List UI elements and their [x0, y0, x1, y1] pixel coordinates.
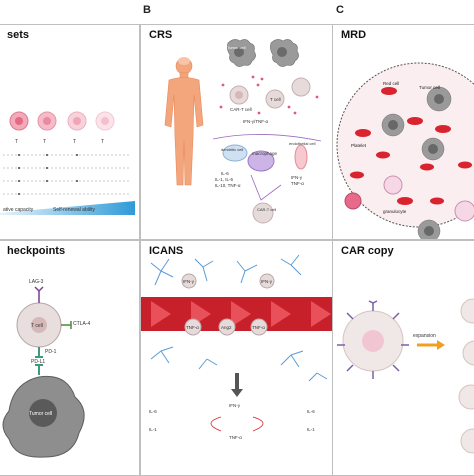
- expanded-cell-3: [458, 384, 474, 410]
- gradient-wedge: [0, 201, 135, 215]
- crs-endothelial: [294, 144, 308, 170]
- car-receptors: [337, 300, 409, 379]
- icans-ifn-bottom: IFN-γ: [229, 403, 241, 408]
- expansion-label: expansion: [413, 333, 436, 339]
- cell-row: [9, 111, 115, 131]
- panel-car-copy: CAR copy expansion: [332, 240, 474, 476]
- mrd-tumor-nuclei: [388, 94, 444, 236]
- mrd-tumor-cell: Tumor cell: [419, 85, 440, 90]
- ctla4-label: CTLA-4: [73, 321, 90, 327]
- crs-tumor-label: Tumor cell: [227, 45, 246, 50]
- lag3-label: LAG-3: [29, 279, 44, 285]
- crs-dendritic-label: dendritic cell: [221, 147, 243, 152]
- crs-t-cell-label: T cell: [270, 97, 281, 102]
- cp-tumor-label: Tumor cell: [29, 411, 52, 417]
- pdl1-label: PD-L1: [31, 359, 45, 365]
- caption-right: Self-renewal ability: [53, 207, 95, 213]
- panel-title-mrd: MRD: [341, 29, 367, 41]
- panel-checkpoints: heckpoints T cell LAG-3 CTLA-4 PD-1 PD-L…: [0, 240, 140, 476]
- icans-diagram: IFN-γ IFN-γ TNF-α Ang2 TNF-α IFN-γ TNF-α…: [141, 254, 333, 440]
- crs-car-t-bottom-label: CAR-T cell: [257, 207, 276, 212]
- mrd-platelet: Platelet: [351, 143, 367, 148]
- mrd-red-cell: Red cell: [383, 81, 399, 86]
- icans-il1-left: IL-1: [149, 427, 157, 432]
- icans-il6-right: IL-6: [307, 409, 315, 414]
- panel-title-icans: ICANS: [149, 245, 184, 257]
- mrd-diagram: Red cell Tumor cell Platelet granulocyte: [336, 62, 474, 239]
- crs-ifn-tnf: IFN-γ/TNF-α: [243, 119, 268, 124]
- crs-tnf: TNF-α: [291, 181, 304, 186]
- crs-diagram: Tumor cell CAR-T cell T cell IFN-γ/TNF-α…: [164, 39, 322, 224]
- crs-endothelial-label: endothelial cell: [289, 141, 316, 146]
- icans-il1-right: IL-1: [307, 427, 315, 432]
- cell-label-2: T: [43, 139, 46, 145]
- cell-label-1: T: [15, 139, 18, 145]
- crs-car-t-2: [291, 77, 311, 97]
- crs-tumor-cell: [227, 39, 256, 67]
- checkpoints-diagram: T cell LAG-3 CTLA-4 PD-1 PD-L1 Tumor cel…: [2, 279, 90, 458]
- icans-tnf-mid: TNF-α: [186, 325, 199, 330]
- icans-ifn-top-2: IFN-γ: [261, 279, 273, 284]
- ctla4-receptor: [61, 321, 72, 329]
- expanded-cell-1: [460, 298, 474, 324]
- panel-crs: CRS Tumor cell CAR-T cell T cell: [140, 24, 334, 240]
- panel-letter-c: C: [336, 4, 344, 16]
- marker-dots: [18, 154, 78, 195]
- panel-icans: ICANS IFN-γ IFN-γ TNF-α Ang2 TNF-α: [140, 240, 334, 476]
- crs-cytokine-1: IL-6: [221, 171, 229, 176]
- subsets-diagram: T T T T ative capacity Self-renewal abil…: [0, 111, 135, 215]
- crs-dendritic-cell: [222, 144, 248, 162]
- crs-ifn: IFN-γ: [291, 175, 303, 180]
- expanded-cell-2: [462, 340, 474, 366]
- panel-title-crs: CRS: [149, 29, 173, 41]
- panel-title-checkpoints: heckpoints: [7, 245, 66, 257]
- feedback-arrows: [210, 416, 264, 432]
- panel-mrd: MRD Red cell Tumor cell Platelet granulo…: [332, 24, 474, 240]
- astrocytes-bottom: [150, 346, 328, 382]
- pd1-label: PD-1: [45, 349, 57, 355]
- icans-ifn-top: IFN-γ: [183, 279, 195, 284]
- crs-t-cell: [265, 89, 285, 109]
- red-cells: [350, 87, 472, 205]
- panel-letter-b: B: [143, 4, 151, 16]
- icans-ang2: Ang2: [221, 325, 232, 330]
- human-body: [164, 57, 204, 186]
- icans-il6-left: IL-6: [149, 409, 157, 414]
- panel-title-car-copy: CAR copy: [341, 245, 394, 257]
- car-copy-diagram: expansion: [337, 298, 474, 454]
- lag3-receptor: [34, 286, 44, 303]
- icans-tnf-bottom: TNF-α: [229, 435, 242, 440]
- granulocyte-1: [344, 192, 362, 210]
- expanded-cell-4: [460, 428, 474, 454]
- cell-label-3: T: [73, 139, 76, 145]
- crs-macrophage-label: macrophage: [252, 151, 278, 156]
- pd1-receptor: [35, 347, 43, 358]
- cell-label-4: T: [101, 139, 104, 145]
- icans-ifn-bubble: [181, 273, 197, 289]
- granulocyte-2: [383, 175, 403, 195]
- granulocyte-3: [454, 200, 474, 222]
- caption-left: ative capacity: [3, 207, 34, 213]
- crs-car-t-label: CAR-T cell: [230, 107, 252, 112]
- panel-title-subsets: sets: [7, 29, 30, 41]
- icans-tnf-mid-2: TNF-α: [252, 325, 265, 330]
- marker-rows: [3, 154, 129, 195]
- astrocytes-top: [150, 254, 302, 286]
- crs-macrophage: [247, 150, 275, 172]
- panel-subsets: sets T T T T: [0, 24, 140, 240]
- cycle-arrows: [250, 174, 282, 201]
- crs-car-t-bottom: [252, 202, 274, 224]
- cycle-arc: [212, 134, 322, 142]
- pdl1-ligand: [35, 364, 43, 375]
- brain-highlight: [178, 57, 190, 65]
- crs-cytokine-2: IL-1, IL-6: [215, 177, 234, 182]
- crs-cytokine-3: IL-10, TNF-α: [215, 183, 241, 188]
- cytokine-dots: [219, 75, 319, 115]
- cp-t-cell-label: T cell: [31, 323, 43, 329]
- mrd-granulocyte: granulocyte: [383, 209, 407, 214]
- crs-tumor-cell-2: [270, 39, 299, 67]
